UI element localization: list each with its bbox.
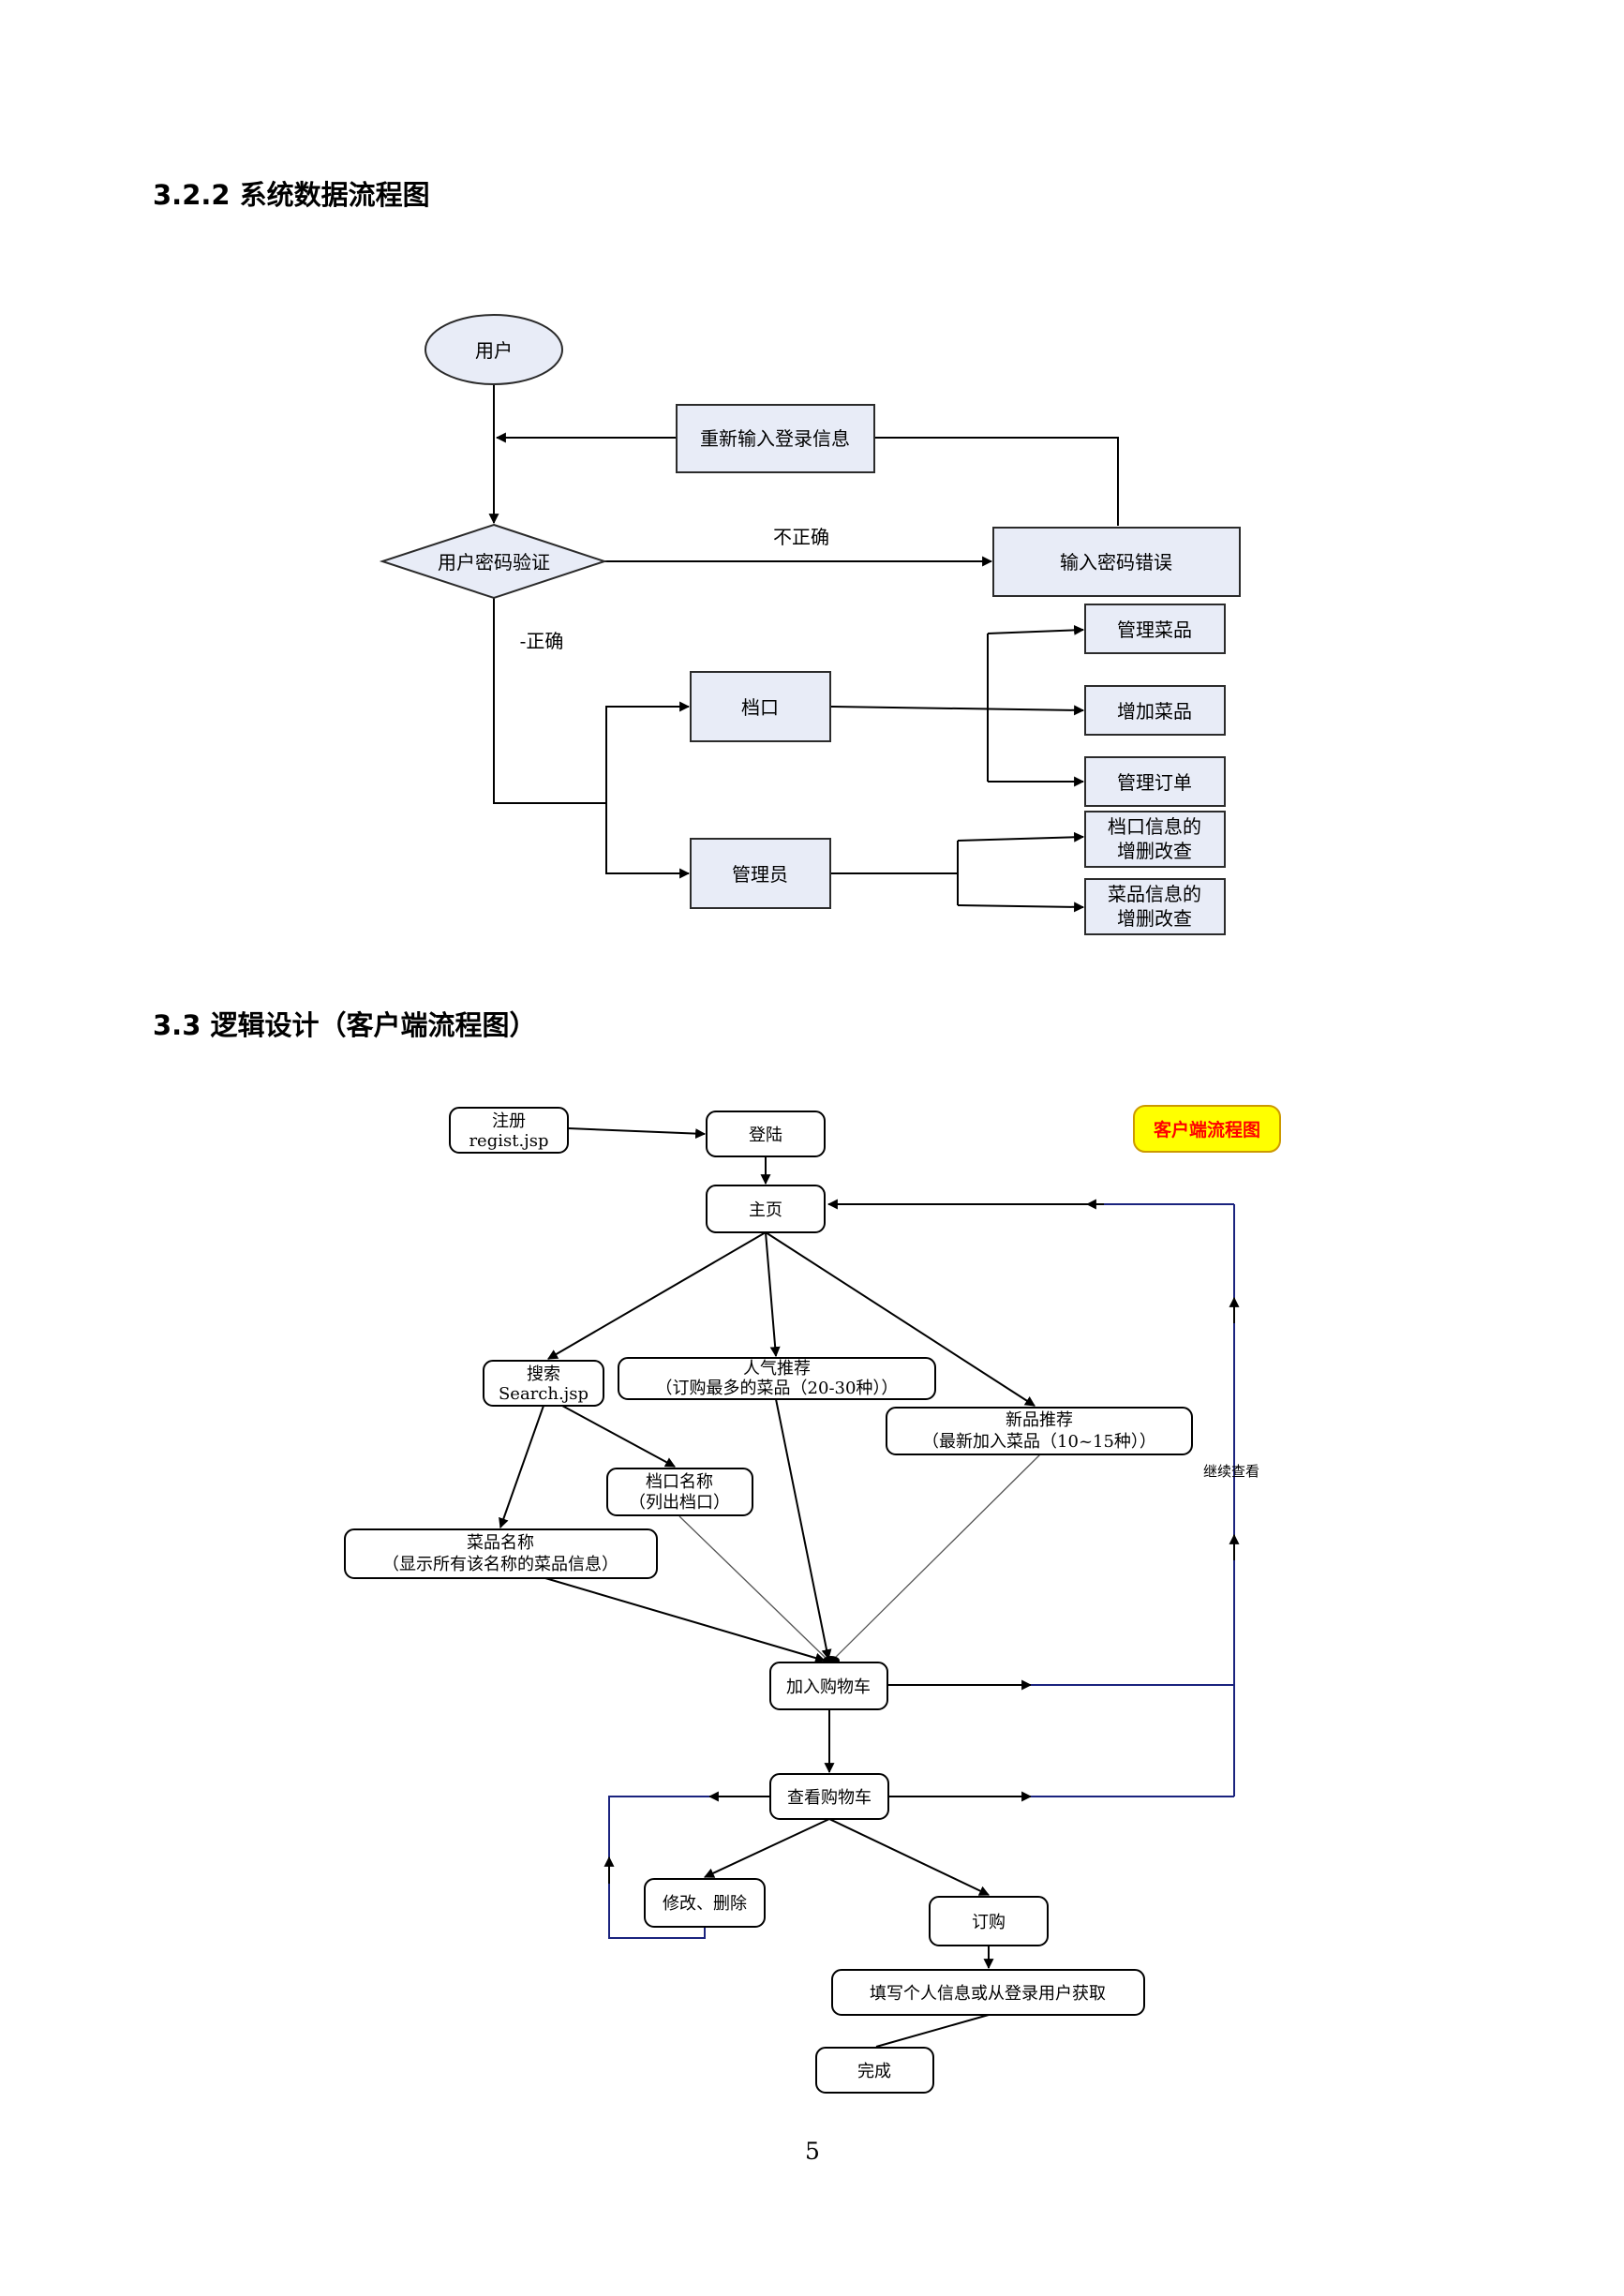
label-dish-crud-2: 增删改查 [1117,907,1192,930]
node-stall-name [606,1468,753,1516]
edge-to-manage-dishes [987,624,1085,635]
label-stall-crud-2: 增删改查 [1117,840,1192,862]
edge-view-to-order [828,1818,990,1896]
legend-box [1133,1105,1281,1153]
label-register-1: 注册 [492,1111,526,1131]
label-search-1: 搜索 [527,1364,560,1384]
label-add-dishes: 增加菜品 [1117,700,1192,723]
system-data-flow-diagram: 用户 重新输入登录信息 用户密码验证 不正确 输入密码错误 -正确 档口 管理员… [379,314,1241,935]
label-user: 用户 [475,339,513,362]
node-add-dishes [1084,685,1226,736]
label-order: 订购 [972,1913,1006,1932]
label-login: 登陆 [749,1126,782,1145]
edge-search-to-dishname [499,1405,544,1529]
page-number: 5 [805,2138,820,2165]
loop-edit-back [608,1796,709,1939]
node-dish-name [344,1528,658,1579]
edge-dishname-to-cart [544,1577,827,1663]
edge-home-to-search [547,1231,767,1360]
node-popular [618,1357,936,1400]
label-dish-crud-1: 菜品信息的 [1108,883,1201,905]
edge-error-to-reenter [874,437,1119,526]
label-manage-dishes: 管理菜品 [1117,619,1192,641]
node-password-error [992,527,1241,597]
label-incorrect: 不正确 [773,526,829,548]
edge-home-to-new [765,1231,1035,1407]
label-add-to-cart: 加入购物车 [786,1677,871,1697]
node-home [706,1185,826,1233]
label-fill-info: 填写个人信息或从登录用户获取 [870,1984,1106,2004]
node-reenter [676,404,875,473]
node-done [815,2047,934,2094]
edge-register-to-login [567,1127,707,1140]
node-manage-dishes [1084,604,1226,654]
edge-search-to-stallname [561,1405,676,1468]
label-done: 完成 [857,2062,891,2081]
node-new [886,1407,1193,1455]
label-new-1: 新品推荐 [1006,1410,1073,1430]
label-new-2: （最新加入菜品（10~15种）） [922,1432,1156,1452]
node-search [483,1360,604,1407]
edge-view-to-edit [704,1818,830,1878]
edge-to-admin [605,803,691,879]
node-dish-crud [1084,878,1226,935]
node-user [425,314,563,385]
edge-to-stall [605,701,691,803]
node-manage-orders [1084,756,1226,807]
legend-label: 客户端流程图 [1154,1119,1260,1141]
edge-to-dish-crud [957,902,1085,913]
edge-new-to-cart [831,1454,1041,1662]
client-flow-diagram: 注册 regist.jsp 登陆 主页 搜索 Search.jsp 人气推荐 （… [344,1105,1281,2094]
edge-stallname-to-cart [678,1515,829,1662]
label-register-2: regist.jsp [469,1131,548,1151]
label-popular-2: （订购最多的菜品（20-30种）） [656,1379,899,1398]
node-register [449,1107,569,1154]
label-dish-name-2: （显示所有该名称的菜品信息） [382,1555,618,1574]
label-password-error: 输入密码错误 [1060,551,1172,574]
label-continue-browsing: 继续查看 [1203,1463,1259,1480]
node-admin [690,838,831,909]
edge-to-stall-crud [957,831,1085,842]
section-heading-data-flow: 3.2.2 系统数据流程图 [153,179,430,211]
edge-home-to-popular [765,1231,781,1358]
section-heading-client-flow: 3.3 逻辑设计（客户端流程图） [153,1009,537,1041]
label-reenter: 重新输入登录信息 [700,427,850,450]
node-add-to-cart [769,1662,888,1710]
label-stall-name-2: （列出档口） [629,1493,730,1513]
node-edit-delete [644,1878,766,1928]
edge-stall-to-add [829,705,1085,716]
label-view-cart: 查看购物车 [787,1788,872,1808]
edge-popular-to-cart [775,1398,832,1661]
node-stall-crud [1084,811,1226,868]
label-correct: -正确 [520,630,564,652]
label-home: 主页 [749,1200,782,1220]
label-dish-name-1: 菜品名称 [467,1533,534,1553]
label-manage-orders: 管理订单 [1117,771,1192,794]
label-stall-name-1: 档口名称 [646,1472,713,1492]
edge-correct-branch [493,598,606,804]
edge-fill-to-done [875,2014,990,2048]
node-verify [379,523,608,600]
label-edit-delete: 修改、删除 [663,1894,747,1914]
label-admin: 管理员 [732,863,788,886]
node-order [929,1896,1049,1946]
label-stall-crud-1: 档口信息的 [1108,815,1201,838]
node-view-cart [769,1773,889,1820]
label-stall: 档口 [741,696,779,719]
node-stall [690,671,831,742]
label-popular-1: 人气推荐 [743,1359,811,1379]
node-fill-info [831,1969,1145,2016]
node-login [706,1111,826,1157]
label-verify: 用户密码验证 [438,551,550,574]
label-search-2: Search.jsp [499,1384,589,1404]
